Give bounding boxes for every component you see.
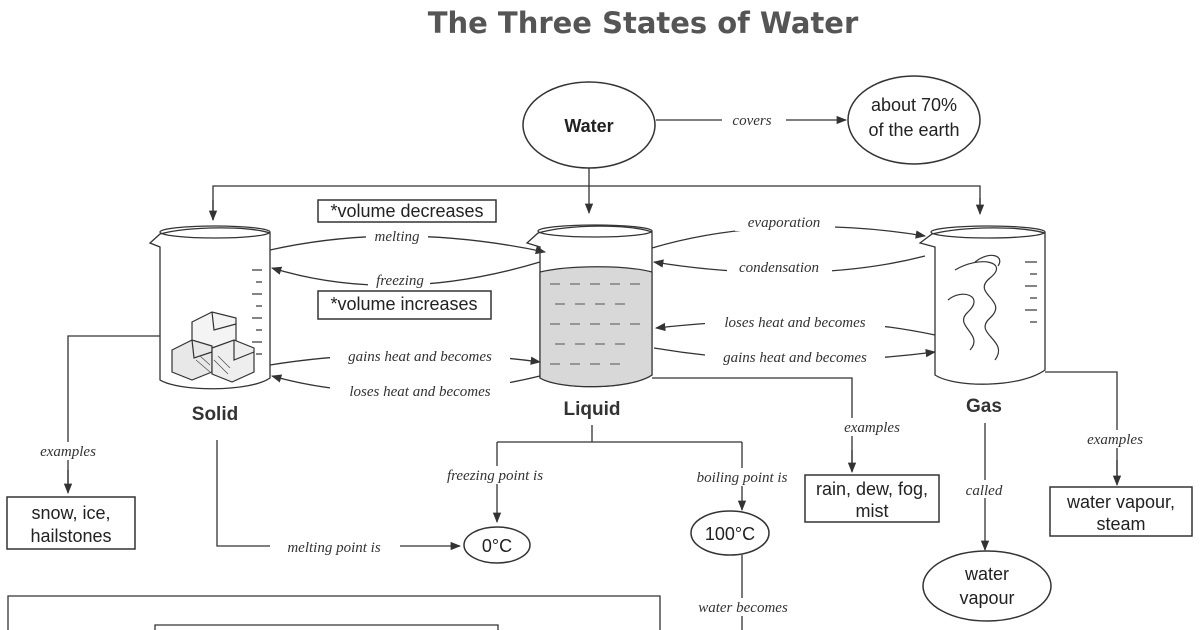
liquid-examples-line <box>652 377 853 470</box>
examples-gas-bg <box>1076 430 1156 448</box>
freezing-point-bg <box>433 466 557 484</box>
volume-decreases-box <box>317 199 497 223</box>
melting-point-label: melting point is <box>287 540 380 556</box>
examples-liquid-label: examples <box>844 420 900 436</box>
rain-dew-line1: rain, dew, fog, <box>816 479 928 499</box>
covers-label: covers <box>732 113 771 129</box>
water-vapour-line1: water <box>964 564 1009 584</box>
earth-node <box>847 75 981 165</box>
volume-increases-label: *volume increases <box>330 294 477 314</box>
gas-beaker <box>918 225 1046 385</box>
loses-heat-label-2: loses heat and becomes <box>724 315 865 331</box>
loses-heat-2-bg <box>705 313 885 331</box>
ice-cubes-icon <box>171 311 255 383</box>
gains-heat-2-bg <box>705 348 885 366</box>
evaporation-label: evaporation <box>748 215 821 231</box>
called-bg <box>955 480 1015 498</box>
volume-increases-box <box>317 290 492 320</box>
water-vapour-line2: vapour <box>959 588 1014 608</box>
condensation-label-bg <box>727 258 832 276</box>
empty-answer-box-inner <box>154 624 499 630</box>
gas-label: Gas <box>966 396 1002 417</box>
freezing-label-bg <box>368 272 430 290</box>
water-label: Water <box>564 116 613 136</box>
loses-heat-1-bg <box>330 382 510 400</box>
snow-ice-line2: hailstones <box>30 526 111 546</box>
gains-heat-label-1: gains heat and becomes <box>348 349 492 365</box>
examples-solid-label: examples <box>40 444 96 460</box>
rain-dew-box <box>804 474 940 523</box>
empty-answer-box-outer <box>7 595 661 630</box>
condensation-label: condensation <box>739 260 819 276</box>
diagram-title: The Three States of Water <box>427 6 859 40</box>
water-becomes-bg <box>686 598 800 616</box>
zero-degree-label: 0°C <box>482 536 512 556</box>
hundred-degree-label: 100°C <box>705 524 755 544</box>
examples-solid-bg <box>26 442 112 460</box>
called-label: called <box>966 483 1003 499</box>
water-vapour-node <box>922 550 1052 622</box>
gas-examples-line <box>1045 371 1118 482</box>
liquid-beaker <box>525 224 653 388</box>
hundred-degree-node <box>690 510 770 556</box>
evaporation-label-bg <box>735 213 835 231</box>
vapour-swirl-icon <box>947 254 1001 361</box>
loses-heat-label-1: loses heat and becomes <box>349 384 490 400</box>
boiling-point-bg <box>684 468 800 486</box>
snow-ice-box <box>6 496 136 550</box>
melting-label: melting <box>375 229 420 245</box>
volume-decreases-label: *volume decreases <box>330 201 483 221</box>
earth-label-line1: about 70% <box>871 95 957 115</box>
rain-dew-line2: mist <box>856 501 889 521</box>
boiling-point-label: boiling point is <box>697 470 788 486</box>
freezing-point-label: freezing point is <box>447 468 543 484</box>
vapour-steam-line2: steam <box>1096 514 1145 534</box>
gains-heat-label-2: gains heat and becomes <box>723 350 867 366</box>
water-becomes-label: water becomes <box>698 600 788 616</box>
melting-point-line <box>216 440 270 547</box>
examples-liquid-bg <box>832 418 912 436</box>
vapour-steam-line1: water vapour, <box>1066 492 1175 512</box>
gains-heat-1-bg <box>330 347 510 365</box>
examples-gas-label: examples <box>1087 432 1143 448</box>
earth-label-line2: of the earth <box>868 120 959 140</box>
vapour-steam-box <box>1049 486 1193 537</box>
melting-label-bg <box>366 226 428 246</box>
liquid-label: Liquid <box>564 399 621 420</box>
solid-beaker <box>148 225 271 390</box>
zero-degree-node <box>463 526 531 564</box>
solid-label: Solid <box>192 404 238 425</box>
freezing-label: freezing <box>376 273 424 289</box>
snow-ice-line1: snow, ice, <box>31 503 110 523</box>
solid-examples-line <box>67 335 160 490</box>
